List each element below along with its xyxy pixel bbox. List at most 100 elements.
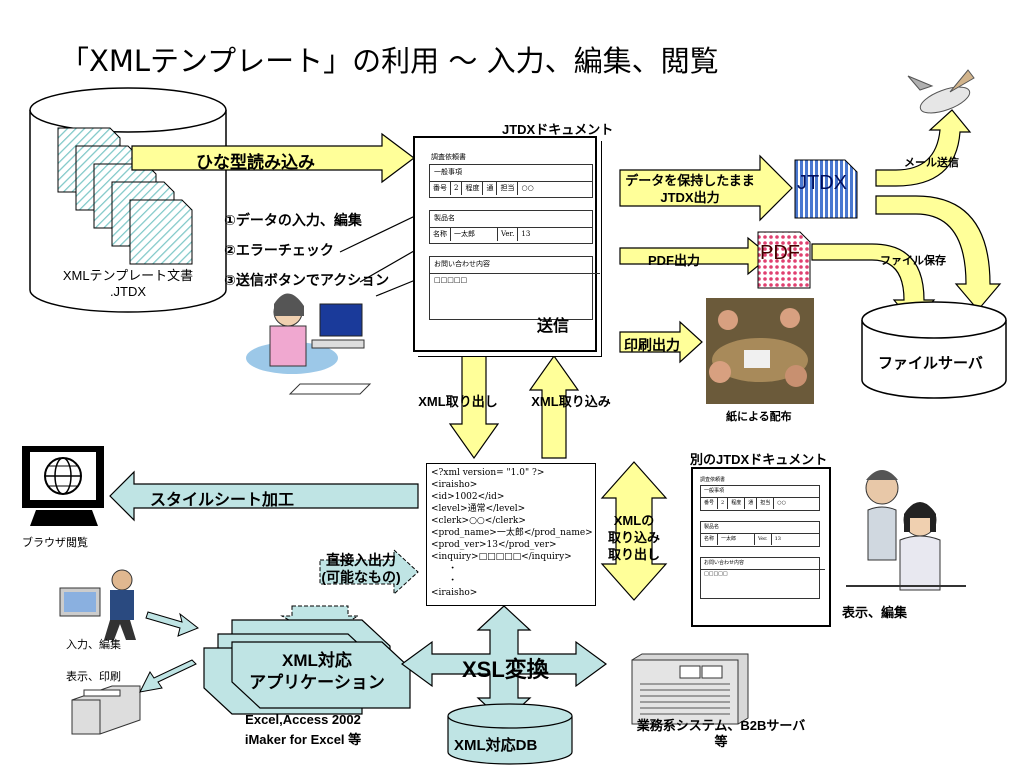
form-cell: 一太郎 [718,534,756,545]
mail-bird-icon [907,69,975,114]
xml-app-shapes [203,619,411,715]
jtdx-file-icon [794,159,858,219]
direct-io-arrow [319,548,419,596]
mini-form-section1: 一般事項 [704,488,725,494]
jtdx-document-label: JTDXドキュメント [502,122,614,137]
hinagata-arrow [131,132,415,184]
form-cell: ○○ [777,500,786,506]
mini-form-title: 調査依頼書 [700,477,726,483]
operator-pc-icon [246,293,372,395]
template-doc-stack [57,127,193,265]
app-to-print-arrow [139,659,197,693]
xml-io-label: XMLの 取り込み 取り出し [607,513,660,562]
form-section3-label: お問い合わせ内容 [434,260,490,268]
server-machine-icon [631,653,749,725]
view-print-label: 表示、印刷 [66,671,121,683]
jtdx-output-arrow [619,154,793,222]
form-cell: ○○ [521,184,534,192]
print-output-arrow [619,320,703,364]
excel-label: Excel,Access 2002 iMaker for Excel 等 [244,712,362,747]
form-cell: 程度 [728,498,746,509]
mini-form-section2: 製品名 [704,524,720,530]
file-save-arrow-1 [875,195,1002,311]
form-cell: Ver. [498,228,519,241]
mini-form-section-inquiry: お問い合わせ内容 □□□□□ [700,557,825,599]
stylesheet-label: スタイルシート加工 [150,492,295,509]
jtdx-output-label: データを保持したまま JTDX出力 [625,173,755,205]
form-cell: 番号 [430,182,451,195]
file-server-label: ファイルサーバ [878,355,983,372]
form-cell: 2 [718,498,729,509]
form-cell: 一太郎 [451,228,498,241]
meeting-photo [706,298,814,404]
form-inquiry-text: □□□□□ [430,273,600,286]
stylesheet-arrow [109,470,419,522]
mini-form-inquiry: □□□□□ [701,569,825,578]
mail-arrow [875,109,972,187]
jtdx-icon-label: JTDX [797,172,847,194]
direct-io-label: 直接入出力 (可能なもの) [321,552,401,585]
mini-form-section3: お問い合わせ内容 [704,560,745,566]
form-section1-label: 一般事項 [434,168,462,176]
mail-send-label: メール送信 [904,157,959,169]
xml-import-arrow [528,354,580,459]
people-desk-icon [846,470,966,591]
send-button[interactable]: 送信 [537,318,570,335]
form-cell: 2 [451,182,463,195]
pdf-output-label: PDF出力 [648,253,701,268]
form-section2-label: 製品名 [434,214,455,222]
template-docs-label: XMLテンプレート文書 .JTDX [62,268,194,299]
biz-system-label: 業務系システム、B2Bサーバ 等 [636,718,806,749]
page-title: 「XMLテンプレート」の利用 〜 入力、編集、閲覧 [60,44,719,78]
browser-label: ブラウザ閲覧 [22,537,88,549]
file-server-cylinder [861,301,1007,399]
print-output-label: 印刷出力 [624,337,680,353]
xsl-cross-arrow [400,605,608,723]
input-person-icon [59,569,136,640]
form-cell: 通 [483,182,498,195]
pdf-file-icon [757,231,811,289]
form-cell: 13 [521,230,531,238]
xsl-label: XSL変換 [462,657,549,682]
form-cell: 番号 [701,498,719,509]
input-edit-label: 入力、編集 [66,639,121,651]
printer-icon [71,685,141,735]
xml-export-label: XML取り出し [418,394,498,409]
browser-monitor-icon [22,446,104,526]
form-cell: 担当 [497,182,519,195]
form-cell: 名称 [701,534,719,545]
form-cell: 担当 [757,498,775,509]
input-to-app-arrow [145,611,199,637]
xml-db-cylinder [447,703,573,765]
xml-io-double-arrow [600,461,668,601]
form-cell: 程度 [462,182,484,195]
form-cell: 名称 [430,228,451,241]
view-edit-label: 表示、編集 [842,605,908,620]
form-cell: 13 [774,536,781,542]
hinagata-label: ひな型読み込み [196,153,315,172]
xml-db-label: XML対応DB [454,737,538,754]
step3-label: ③送信ボタンでアクション [224,272,390,288]
xml-app-label: XML対応 アプリケーション [249,651,385,692]
form-title: 調査依頼書 [431,153,466,161]
pdf-icon-label: PDF [760,242,800,264]
form-section-inquiry: お問い合わせ内容 □□□□□ [429,256,600,320]
other-jtdx-label: 別のJTDXドキュメント [690,452,828,467]
form-cell: 通 [745,498,758,509]
step1-label: ①データの入力、編集 [224,212,362,228]
file-save-label: ファイル保存 [880,255,946,267]
form-cell: Ver. [755,534,772,545]
paper-distribution-label: 紙による配布 [726,411,792,423]
xml-listing: <?xml version= "1.0" ?> <iraisho> <id>10… [426,463,596,606]
